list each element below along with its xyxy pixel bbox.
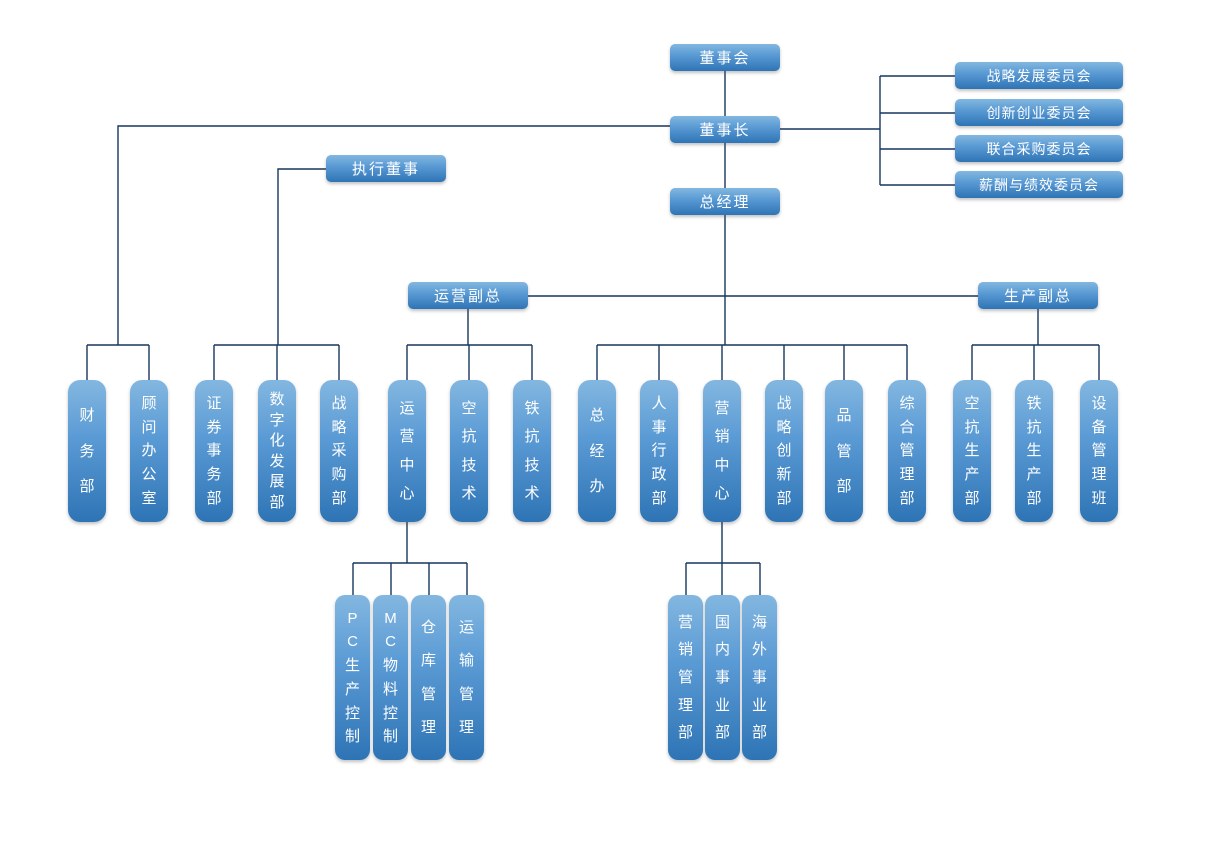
node-label: 仓库管理 bbox=[420, 619, 436, 736]
connector-gm-bus bbox=[596, 344, 908, 380]
node-sub-overseas-business: 海外事业部 bbox=[742, 595, 777, 760]
node-dept-quality-control: 品管部 bbox=[825, 380, 863, 522]
node-label: 顾问办公室 bbox=[141, 394, 157, 508]
node-dept-tiekang-production: 铁抗生产部 bbox=[1015, 380, 1053, 522]
node-dept-finance: 财务部 bbox=[68, 380, 106, 522]
node-dept-digital-development: 数字化发展部 bbox=[258, 380, 296, 522]
node-label: 财务部 bbox=[79, 406, 95, 496]
node-committee-compensation-performance: 薪酬与绩效委员会 bbox=[955, 171, 1123, 198]
node-label: 证券事务部 bbox=[206, 394, 222, 508]
node-label: 营销中心 bbox=[714, 399, 730, 503]
node-committee-strategic-development: 战略发展委员会 bbox=[955, 62, 1123, 89]
node-general-manager: 总经理 bbox=[670, 188, 780, 215]
node-dept-gm-office: 总经办 bbox=[578, 380, 616, 522]
node-dept-marketing-center: 营销中心 bbox=[703, 380, 741, 522]
node-label: 营销管理部 bbox=[677, 613, 693, 742]
node-label: 国内事业部 bbox=[714, 613, 730, 742]
node-label: 铁抗生产部 bbox=[1026, 394, 1042, 508]
node-dept-strategic-innovation: 战略创新部 bbox=[765, 380, 803, 522]
node-label: 总经办 bbox=[589, 406, 605, 496]
node-board: 董事会 bbox=[670, 44, 780, 71]
node-label: 海外事业部 bbox=[751, 613, 767, 742]
connector-executive bbox=[213, 168, 340, 380]
node-label: 运输管理 bbox=[458, 619, 474, 736]
node-dept-tiekang-technology: 铁抗技术 bbox=[513, 380, 551, 522]
node-label: 铁抗技术 bbox=[524, 399, 540, 503]
node-vp-production: 生产副总 bbox=[978, 282, 1098, 309]
node-dept-kongkang-technology: 空抗技术 bbox=[450, 380, 488, 522]
node-dept-kongkang-production: 空抗生产部 bbox=[953, 380, 991, 522]
node-chairman: 董事长 bbox=[670, 116, 780, 143]
node-sub-marketing-management: 营销管理部 bbox=[668, 595, 703, 760]
connector-vp-operations bbox=[406, 309, 533, 380]
node-dept-strategic-procurement: 战略采购部 bbox=[320, 380, 358, 522]
node-dept-equipment-management: 设备管理班 bbox=[1080, 380, 1118, 522]
node-sub-transport-management: 运输管理 bbox=[449, 595, 484, 760]
node-label: 品管部 bbox=[836, 406, 852, 496]
node-dept-general-management: 综合管理部 bbox=[888, 380, 926, 522]
connector-marketing-children bbox=[685, 522, 761, 595]
node-label: 综合管理部 bbox=[899, 394, 915, 508]
node-sub-domestic-business: 国内事业部 bbox=[705, 595, 740, 760]
node-vp-operations: 运营副总 bbox=[408, 282, 528, 309]
connector-chairman-left bbox=[86, 125, 670, 380]
node-committee-joint-procurement: 联合采购委员会 bbox=[955, 135, 1123, 162]
node-label: 空抗生产部 bbox=[964, 394, 980, 508]
node-committee-innovation: 创新创业委员会 bbox=[955, 99, 1123, 126]
node-dept-hr-admin: 人事行政部 bbox=[640, 380, 678, 522]
node-label: 数字化发展部 bbox=[269, 391, 285, 511]
node-dept-operations-center: 运营中心 bbox=[388, 380, 426, 522]
node-label: 人事行政部 bbox=[651, 394, 667, 508]
node-label: 战略采购部 bbox=[331, 394, 347, 508]
node-dept-securities: 证券事务部 bbox=[195, 380, 233, 522]
node-sub-warehouse-management: 仓库管理 bbox=[411, 595, 446, 760]
node-executive-director: 执行董事 bbox=[326, 155, 446, 182]
node-label: 战略创新部 bbox=[776, 394, 792, 508]
node-dept-advisor-office: 顾问办公室 bbox=[130, 380, 168, 522]
node-label: 空抗技术 bbox=[461, 399, 477, 503]
connector-committees bbox=[780, 75, 955, 186]
connector-operations-children bbox=[352, 522, 468, 595]
node-label: 运营中心 bbox=[399, 399, 415, 503]
node-label: 设备管理班 bbox=[1091, 394, 1107, 508]
connector-vp-production bbox=[971, 309, 1100, 380]
